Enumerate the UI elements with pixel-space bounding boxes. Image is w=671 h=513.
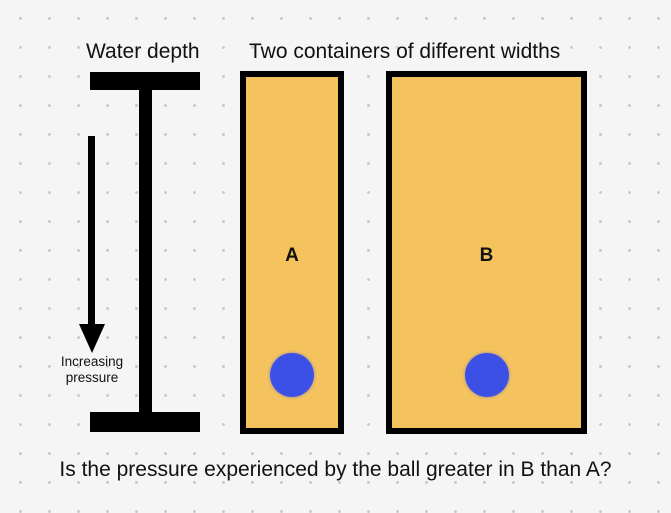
ball-a (270, 353, 314, 397)
increasing-pressure-label: Increasing pressure (60, 354, 124, 385)
water-depth-title: Water depth (86, 40, 200, 63)
ruler-bottom-bar (90, 412, 200, 432)
container-a: A (240, 71, 344, 434)
ball-b (465, 353, 509, 397)
container-b: B (386, 71, 587, 434)
ruler-stem (139, 80, 152, 422)
container-b-label: B (479, 245, 494, 266)
question-text: Is the pressure experienced by the ball … (59, 458, 612, 481)
containers-title: Two containers of different widths (249, 40, 561, 63)
arrow-down-icon (79, 136, 105, 353)
container-a-label: A (285, 245, 299, 266)
